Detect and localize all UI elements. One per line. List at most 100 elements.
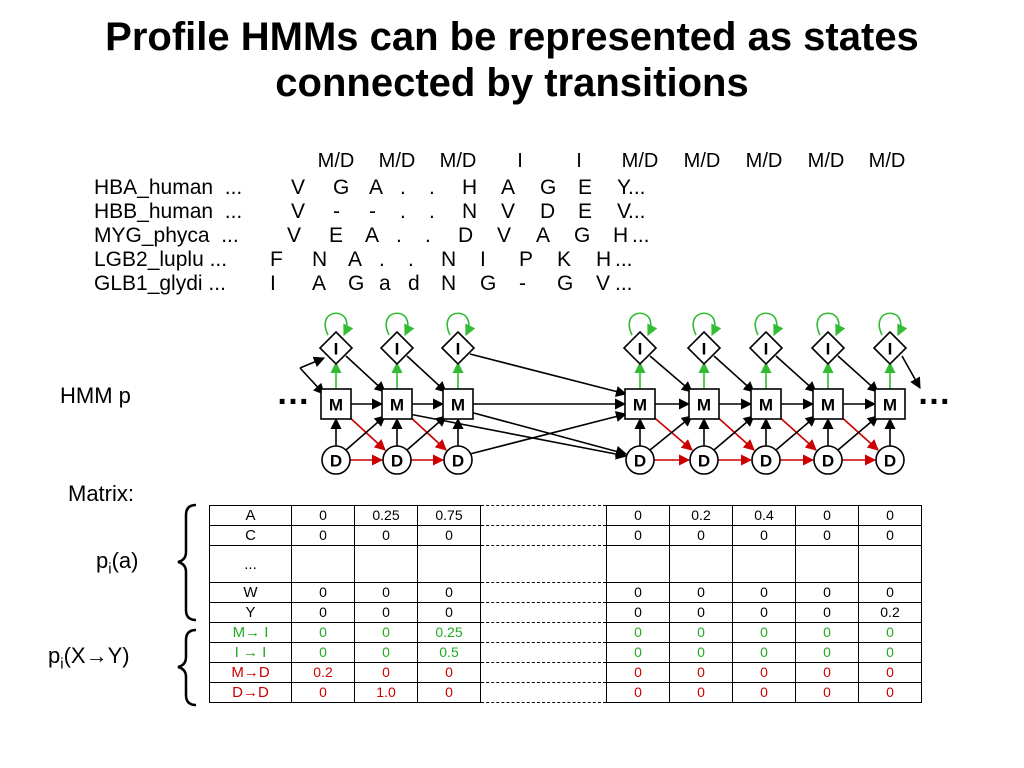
sequence-name: MYG_phyca ... <box>94 224 239 247</box>
sequence-residue: G <box>480 272 497 295</box>
insert-state <box>810 330 846 366</box>
matrix-cell: 0 <box>669 662 733 683</box>
match-state <box>874 388 906 420</box>
insert-self-loop-arrow <box>385 312 415 337</box>
sequence-residue: . <box>400 176 406 199</box>
lead-in-arrow <box>299 356 326 369</box>
matrix-row-label: M→ I <box>209 622 292 643</box>
matrix-cell: 0 <box>417 525 481 546</box>
sequence-residue: H <box>462 176 478 199</box>
matrix-cell: 0 <box>354 602 418 623</box>
insert-state <box>318 330 354 366</box>
matrix-gap-cell <box>480 545 607 583</box>
title-line-2: connected by transitions <box>275 61 749 105</box>
match-to-delete-long-arrow <box>469 411 628 457</box>
sequence-residue: Y <box>617 176 632 199</box>
sequence-residue: . <box>425 224 431 247</box>
matrix-cell: 0 <box>354 662 418 683</box>
sequence-residue: D <box>458 224 474 247</box>
match-state-label: M <box>697 396 711 415</box>
matrix-cell: 0.4 <box>732 505 796 526</box>
matrix-row-label: C <box>209 525 292 546</box>
matrix-cell: 0 <box>858 582 922 603</box>
match-state <box>624 388 656 420</box>
matrix-label: Matrix: <box>68 481 134 506</box>
matrix-row-label: W <box>209 582 292 603</box>
insert-self-loop-arrow <box>324 312 354 337</box>
sequence-residue: P <box>519 248 534 271</box>
delete-state <box>813 445 843 475</box>
sequence-residue: . <box>379 248 385 271</box>
insert-state <box>686 330 722 366</box>
insert-self-loop-arrow <box>446 312 476 337</box>
matrix-cell <box>732 545 796 583</box>
sequence-residue: G <box>348 272 365 295</box>
matrix-cell: 0 <box>606 582 670 603</box>
sequence-residue: I <box>270 272 276 295</box>
matrix-row-label: ... <box>209 545 292 583</box>
insert-state <box>440 330 476 366</box>
matrix-row-label: A <box>209 505 292 526</box>
matrix-row-label: Y <box>209 602 292 623</box>
matrix-cell: 0 <box>606 662 670 683</box>
insert-state <box>379 330 415 366</box>
column-header: M/D <box>683 150 721 172</box>
matrix-cell: 0.75 <box>417 505 481 526</box>
matrix-cell <box>291 545 355 583</box>
matrix-cell: 0 <box>795 525 859 546</box>
transition-brace <box>177 628 197 707</box>
column-header: I <box>517 150 523 172</box>
insert-self-loop-arrow <box>816 312 846 337</box>
matrix-cell: 0 <box>732 662 796 683</box>
sequence-residue: A <box>536 224 551 247</box>
emission-label-sub: i <box>108 560 112 578</box>
exit-arrow <box>901 355 921 389</box>
sequence-end: ... <box>632 224 650 247</box>
match-state <box>812 388 844 420</box>
delete-state <box>382 445 412 475</box>
delete-state-label: D <box>330 452 342 471</box>
insert-self-loop-arrow <box>692 312 722 337</box>
matrix-cell: 0 <box>606 642 670 663</box>
matrix-cell: 0 <box>858 505 922 526</box>
column-header: M/D <box>621 150 659 172</box>
insert-state-label: I <box>764 340 769 359</box>
match-state-label: M <box>883 396 897 415</box>
matrix-cell: 0 <box>606 682 670 703</box>
matrix-cell: 0 <box>858 622 922 643</box>
insert-state <box>622 330 658 366</box>
transition-label-sub: i <box>60 655 64 673</box>
match-state <box>320 388 352 420</box>
matrix-gap-cell <box>480 662 607 683</box>
matrix-gap-cell <box>480 602 607 623</box>
delete-to-match-diag-arrow <box>345 415 386 451</box>
insert-state-label: I <box>826 340 831 359</box>
matrix-cell: 0 <box>669 602 733 623</box>
match-to-delete-long-arrow <box>408 413 628 460</box>
sequence-residue: . <box>396 224 402 247</box>
transition-label-suffix: (X→Y) <box>63 643 130 668</box>
sequence-residue: N <box>462 200 478 223</box>
emission-brace <box>177 503 197 622</box>
delete-state <box>751 445 781 475</box>
matrix-cell: 0 <box>858 525 922 546</box>
matrix-cell: 0 <box>732 582 796 603</box>
matrix-cell: 0 <box>606 602 670 623</box>
sequence-residue: A <box>365 224 380 247</box>
matrix-cell: 1.0 <box>354 682 418 703</box>
delete-state <box>689 445 719 475</box>
sequence-end: ... <box>615 248 633 271</box>
insert-state-label: I <box>334 340 339 359</box>
match-state-label: M <box>390 396 404 415</box>
matrix-cell: 0 <box>606 505 670 526</box>
emission-label-p: p <box>96 548 109 573</box>
delete-state-label: D <box>698 452 710 471</box>
matrix-cell: 0 <box>291 582 355 603</box>
matrix-row: ... <box>209 545 922 583</box>
matrix-cell: 0.2 <box>291 662 355 683</box>
sequence-residue: H <box>596 248 612 271</box>
matrix-cell: 0 <box>795 582 859 603</box>
insert-state <box>748 330 784 366</box>
matrix-cell: 0 <box>732 602 796 623</box>
